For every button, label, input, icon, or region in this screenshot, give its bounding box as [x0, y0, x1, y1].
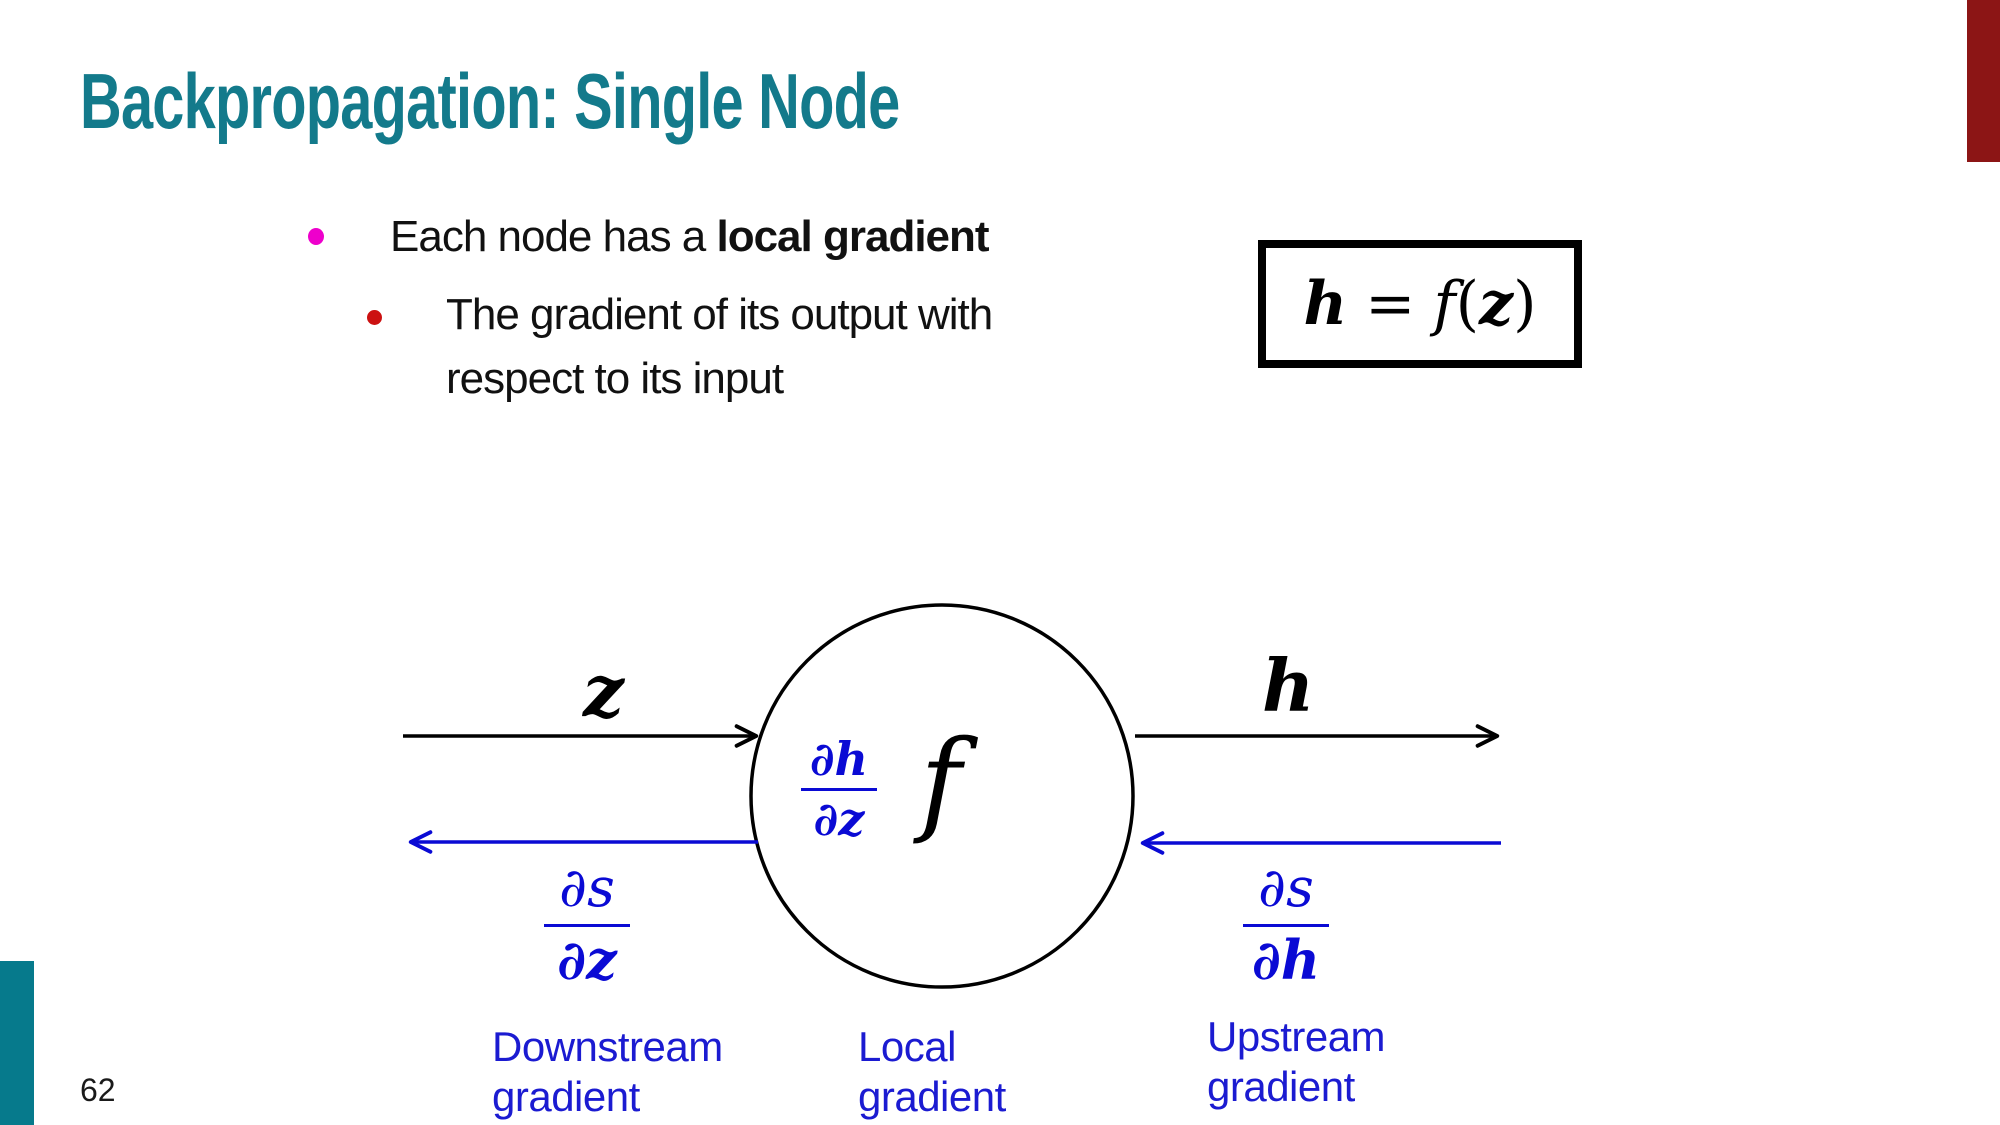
- bullet-dot-magenta: [308, 228, 324, 245]
- bullet-level2-line1: The gradient of its output with: [446, 290, 993, 339]
- output-label: h: [1262, 643, 1315, 728]
- downstream-label-line2: gradient: [492, 1073, 640, 1120]
- local-fraction-denominator: ∂z: [813, 792, 865, 847]
- upstream-fraction-denominator: ∂h: [1251, 927, 1321, 992]
- formula-func: f: [1433, 269, 1456, 339]
- downstream-fraction-denominator: ∂z: [557, 927, 617, 992]
- upstream-label-line2: gradient: [1207, 1063, 1355, 1110]
- top-right-accent-bar: [1967, 0, 2000, 162]
- downstream-label-line1: Downstream: [492, 1023, 723, 1070]
- bullet-level1-regular-text: Each node has a: [390, 212, 717, 261]
- local-label-line2: gradient: [858, 1073, 1006, 1120]
- formula-equals: =: [1365, 269, 1416, 339]
- page-number: 62: [80, 1072, 116, 1108]
- local-fraction-bar: [801, 788, 877, 792]
- downstream-fraction-bar: [544, 923, 630, 927]
- formula-arg: z: [1479, 269, 1514, 339]
- bullet-level2: The gradient of its output with respect …: [446, 283, 993, 411]
- upstream-gradient-label: Upstream gradient: [1207, 1012, 1386, 1112]
- formula-open-paren: (: [1455, 269, 1480, 339]
- formula-close-paren: ): [1513, 269, 1537, 339]
- bullet-dot-red: [367, 310, 382, 325]
- input-label: z: [583, 648, 624, 733]
- upstream-label-line1: Upstream: [1207, 1013, 1386, 1060]
- bullet-level1-bold-text: local gradient: [716, 212, 989, 261]
- downstream-fraction-numerator: ∂s: [559, 856, 615, 919]
- upstream-fraction-numerator: ∂s: [1258, 856, 1314, 919]
- formula-lhs: h: [1303, 269, 1348, 339]
- bullet-level1: Each node has a local gradient: [390, 205, 990, 269]
- local-gradient-fraction: ∂h ∂z: [801, 735, 877, 844]
- bullet-level2-line2: respect to its input: [446, 354, 784, 403]
- downstream-gradient-label: Downstream gradient: [492, 1022, 723, 1122]
- local-fraction-numerator: ∂h: [809, 732, 869, 786]
- local-gradient-label: Local gradient: [858, 1022, 1006, 1122]
- upstream-fraction-bar: [1243, 923, 1329, 927]
- upstream-gradient-fraction: ∂s ∂h: [1243, 856, 1329, 992]
- downstream-gradient-fraction: ∂s ∂z: [544, 856, 630, 992]
- node-function-label: f: [920, 717, 962, 847]
- local-label-line1: Local: [858, 1023, 956, 1070]
- formula-box: h = f ( z ): [1258, 240, 1582, 368]
- bottom-left-accent-bar: [0, 961, 34, 1125]
- page-title: Backpropagation: Single Node: [80, 57, 900, 145]
